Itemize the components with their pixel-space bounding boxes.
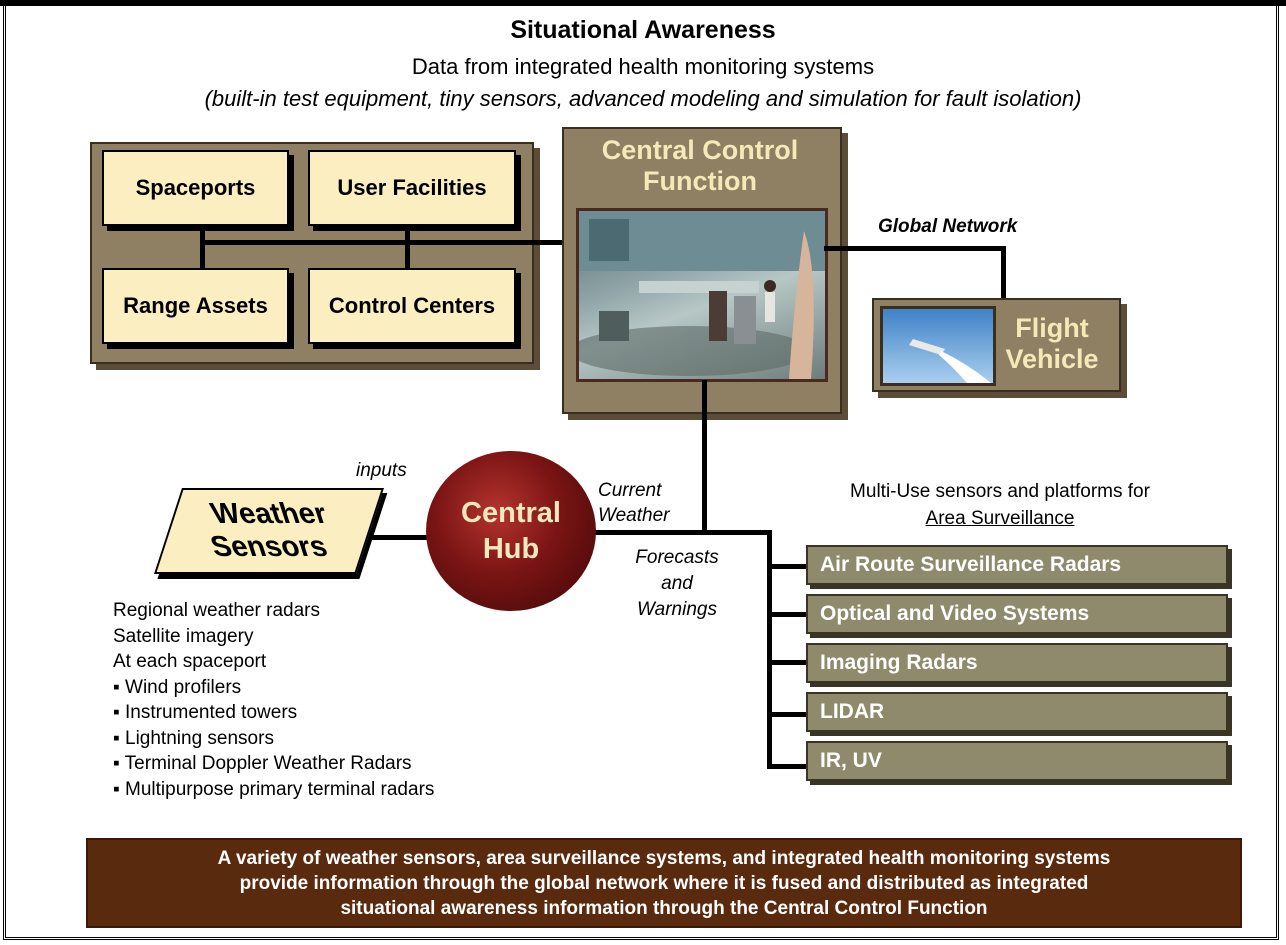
surveillance-heading-line2: Area Surveillance bbox=[925, 508, 1075, 529]
page-title: Situational Awareness bbox=[510, 16, 776, 44]
surveillance-tick-3 bbox=[767, 660, 807, 665]
spaceports-box: Spaceports bbox=[102, 150, 289, 226]
global-network-line-h bbox=[824, 246, 1006, 251]
forecasts-line2: and bbox=[661, 573, 693, 594]
flight-vehicle-title: Flight Vehicle bbox=[992, 313, 1112, 375]
list-item: Satellite imagery bbox=[113, 625, 254, 647]
facilities-connector-h bbox=[200, 240, 580, 245]
global-network-label: Global Network bbox=[878, 216, 1018, 237]
forecasts-line1: Forecasts bbox=[635, 547, 719, 568]
summary-banner-line2: provide information through the global n… bbox=[239, 872, 1089, 894]
hub-line1: Central bbox=[461, 497, 561, 529]
control-centers-box: Control Centers bbox=[308, 268, 516, 344]
central-hub: Central Hub bbox=[426, 451, 596, 611]
weather-sensors-box: Weather Sensors bbox=[154, 488, 384, 574]
weather-sensor-list: Regional weather radars Satellite imager… bbox=[113, 598, 434, 802]
summary-banner-line3: situational awareness information throug… bbox=[340, 897, 988, 919]
forecasts-line3: Warnings bbox=[637, 599, 717, 620]
list-item: ▪ Wind profilers bbox=[113, 676, 242, 698]
list-item: ▪ Instrumented towers bbox=[113, 702, 298, 723]
shuttle-illustration bbox=[909, 339, 991, 383]
weather-sensors-line2: Sensors bbox=[206, 531, 332, 563]
forecasts-label: Forecasts and Warnings bbox=[614, 545, 740, 623]
page-subtitle-italic: (built-in test equipment, tiny sensors, … bbox=[204, 86, 1082, 111]
list-item: At each spaceport bbox=[113, 651, 267, 672]
weather-to-hub-line bbox=[370, 535, 440, 540]
control-room-illustration bbox=[579, 211, 825, 379]
global-network-line-v bbox=[1001, 246, 1006, 298]
page-frame bbox=[3, 0, 1279, 940]
list-item: ▪ Lightning sensors bbox=[113, 727, 274, 749]
central-control-title: Central Control Function bbox=[562, 135, 838, 197]
current-weather-line2: Weather bbox=[598, 505, 670, 526]
list-item: ▪ Multipurpose primary terminal radars bbox=[113, 778, 435, 800]
surveillance-item-lidar: LIDAR bbox=[806, 692, 1228, 732]
central-control-title-line1: Central Control bbox=[601, 135, 799, 165]
facilities-connector-v1 bbox=[200, 220, 205, 270]
central-control-title-line2: Function bbox=[643, 166, 757, 196]
summary-banner: A variety of weather sensors, area surve… bbox=[86, 838, 1242, 928]
user-facilities-box: User Facilities bbox=[308, 150, 516, 226]
hub-line2: Hub bbox=[482, 533, 540, 565]
surveillance-item-ir-uv: IR, UV bbox=[806, 741, 1228, 781]
facilities-connector-v2 bbox=[405, 220, 410, 270]
surveillance-heading: Multi-Use sensors and platforms for Area… bbox=[790, 478, 1210, 532]
flight-vehicle-line2: Vehicle bbox=[1005, 344, 1099, 374]
central-down-line bbox=[702, 380, 707, 534]
surveillance-tick-1 bbox=[767, 564, 807, 569]
flight-vehicle-line1: Flight bbox=[1015, 313, 1089, 343]
top-border bbox=[0, 0, 1286, 6]
surveillance-tick-2 bbox=[767, 612, 807, 617]
range-assets-box: Range Assets bbox=[102, 268, 289, 344]
surveillance-tick-4 bbox=[767, 712, 807, 717]
list-item: ▪ Terminal Doppler Weather Radars bbox=[113, 753, 412, 774]
flight-vehicle-image bbox=[880, 306, 996, 386]
list-item: Regional weather radars bbox=[113, 600, 321, 621]
summary-banner-line1: A variety of weather sensors, area surve… bbox=[217, 847, 1111, 869]
hub-right-line bbox=[560, 530, 772, 535]
control-room-image bbox=[576, 208, 828, 382]
surveillance-item-imaging: Imaging Radars bbox=[806, 643, 1228, 683]
surveillance-heading-line1: Multi-Use sensors and platforms for bbox=[850, 481, 1150, 502]
inputs-label: inputs bbox=[356, 460, 407, 481]
current-weather-label: Current Weather bbox=[598, 478, 669, 528]
surveillance-item-air-route: Air Route Surveillance Radars bbox=[806, 545, 1228, 585]
weather-sensors-line1: Weather bbox=[206, 498, 331, 530]
surveillance-trunk bbox=[767, 530, 772, 769]
current-weather-line1: Current bbox=[598, 480, 662, 501]
page-subtitle: Data from integrated health monitoring s… bbox=[411, 54, 875, 79]
surveillance-tick-5 bbox=[767, 764, 807, 769]
surveillance-item-optical: Optical and Video Systems bbox=[806, 594, 1228, 634]
